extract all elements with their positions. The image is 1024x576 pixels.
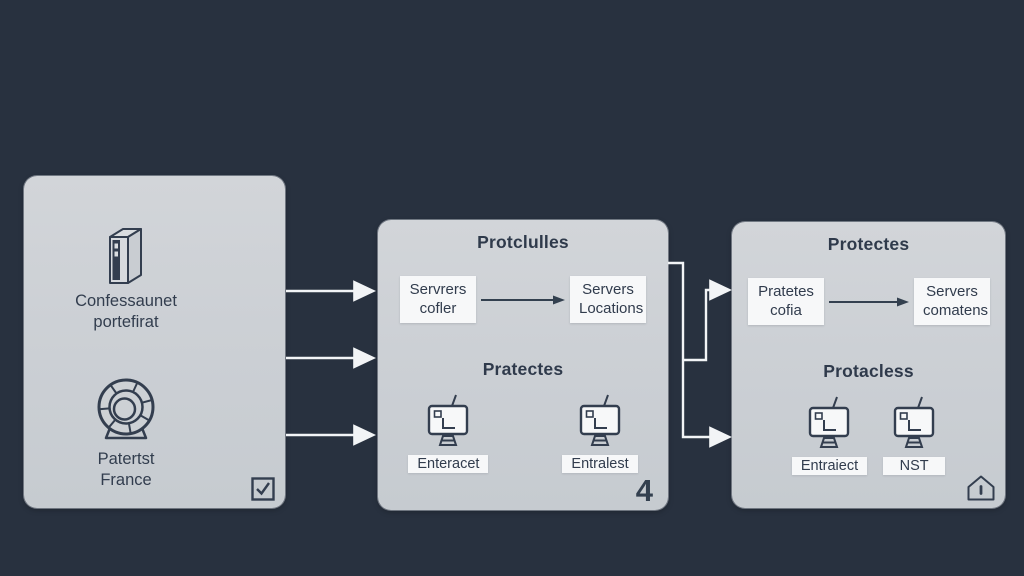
panel-title: Protectes: [827, 234, 910, 254]
step-number-badge: 4: [635, 473, 653, 508]
node-label: NST: [883, 457, 946, 476]
flow-box-to: Servers comatens: [914, 278, 990, 326]
flow-box-from: Servrers cofler: [400, 276, 476, 324]
checkbox-icon[interactable]: [250, 476, 276, 502]
flow-box-from: Pratetes cofia: [748, 278, 824, 326]
source-panel: Confessaunet portefirat: [24, 176, 285, 508]
node: Enteracet: [408, 394, 489, 474]
node-label: Entraiect: [791, 457, 868, 476]
monitor-icon: [428, 394, 469, 447]
monitor-icon: [809, 396, 850, 449]
panel-title: Protclulles: [477, 232, 569, 252]
node: NST: [883, 396, 946, 476]
source-item-label: Confessaunet portefirat: [75, 292, 177, 332]
process-panel-2: Protectes Pratetes cofia Servers comaten…: [732, 222, 1005, 508]
node-label: Entralest: [562, 455, 638, 474]
panel-subtitle: Pratectes: [482, 359, 564, 380]
wheel-icon: [97, 378, 155, 440]
node: Entralest: [562, 394, 638, 474]
source-panel-content: Confessaunet portefirat: [24, 176, 228, 508]
right-arrow-icon: [481, 295, 565, 305]
flow-row: Servrers cofler Servers Locations: [378, 276, 668, 324]
node-row: Enteracet Entralest: [378, 394, 668, 474]
node-row: Entraiect NST: [732, 396, 1005, 476]
node-label: Enteracet: [408, 455, 489, 474]
source-item-label: Patertst France: [97, 449, 155, 490]
right-arrow-icon: [829, 297, 909, 307]
server-tower-icon: [109, 228, 142, 284]
home-icon[interactable]: [966, 474, 996, 502]
monitor-icon: [579, 394, 621, 447]
panel-subtitle: Protacless: [823, 361, 914, 382]
arrow-middle-to-right-bottom: [668, 261, 732, 448]
node: Entraiect: [791, 396, 868, 476]
arrow-middle-to-right-top: [683, 279, 732, 362]
process-panel-1: Protclulles Servrers cofler Servers Loca…: [378, 220, 668, 510]
flow-row: Pratetes cofia Servers comatens: [732, 278, 1005, 326]
monitor-icon: [893, 396, 935, 449]
flow-box-to: Servers Locations: [570, 276, 646, 324]
